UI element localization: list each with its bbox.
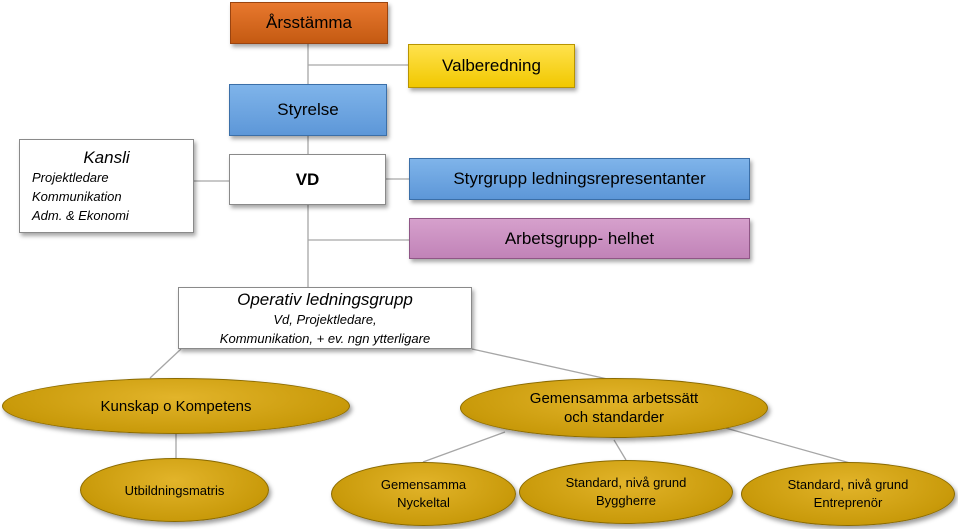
node-styrelse: Styrelse <box>229 84 387 136</box>
node-styrgrupp: Styrgrupp ledningsrepresentanter <box>409 158 750 200</box>
connector-gemensamma-entreprenor <box>721 426 851 464</box>
node-entreprenor-line: Standard, nivå grund <box>787 477 909 492</box>
node-gemensamma-arbetssatt-line: Gemensamma arbetssätt <box>529 390 699 407</box>
node-kansli: Kansli Projektledare Kommunikation Adm. … <box>19 139 194 233</box>
node-byggherre-line: Byggherre <box>596 493 656 508</box>
connector-operativ-kunskap <box>149 348 182 379</box>
node-styrelse-label: Styrelse <box>277 100 339 119</box>
node-kansli-line: Projektledare <box>32 170 109 185</box>
node-vd-label: VD <box>295 169 320 189</box>
node-gemensamma-arbetssatt-line: och standarder <box>563 409 665 426</box>
node-vd: VD <box>229 154 386 205</box>
node-operativ: Operativ ledningsgrupp Vd, Projektledare… <box>178 287 472 349</box>
node-operativ-line: Kommunikation, + ev. ngn ytterligare <box>219 330 431 346</box>
node-nyckeltal-line: Nyckeltal <box>397 495 450 510</box>
node-kunskap: Kunskap o Kompetens <box>2 378 350 434</box>
node-operativ-title: Operativ ledningsgrupp <box>237 289 413 309</box>
node-arsstamma: Årsstämma <box>230 2 388 44</box>
node-nyckeltal: Gemensamma Nyckeltal <box>331 462 516 526</box>
node-kunskap-label: Kunskap o Kompetens <box>100 397 252 415</box>
node-entreprenor-line: Entreprenör <box>813 495 883 510</box>
node-arbetsgrupp-label: Arbetsgrupp- helhet <box>504 228 655 248</box>
node-kansli-line: Adm. & Ekonomi <box>32 208 129 223</box>
node-kansli-title: Kansli <box>83 148 130 167</box>
node-arbetsgrupp: Arbetsgrupp- helhet <box>409 218 750 259</box>
node-nyckeltal-line: Gemensamma <box>380 477 467 492</box>
node-utbildningsmatris: Utbildningsmatris <box>80 458 269 522</box>
connector-gemensamma-nyckeltal <box>422 431 506 463</box>
node-valberedning-label: Valberedning <box>442 56 541 75</box>
node-utbildningsmatris-label: Utbildningsmatris <box>124 482 225 498</box>
node-gemensamma-arbetssatt: Gemensamma arbetssätt och standarder <box>460 378 768 438</box>
node-styrgrupp-label: Styrgrupp ledningsrepresentanter <box>453 169 706 188</box>
node-entreprenor: Standard, nivå grund Entreprenör <box>741 462 955 526</box>
node-byggherre-line: Standard, nivå grund <box>565 475 687 490</box>
node-arsstamma-label: Årsstämma <box>266 13 352 32</box>
node-byggherre: Standard, nivå grund Byggherre <box>519 460 733 524</box>
node-kansli-line: Kommunikation <box>32 189 122 204</box>
connector-gemensamma-byggherre <box>613 439 627 461</box>
node-valberedning: Valberedning <box>408 44 575 88</box>
node-operativ-line: Vd, Projektledare, <box>273 311 377 327</box>
connector-operativ-gemensamma <box>471 348 613 381</box>
